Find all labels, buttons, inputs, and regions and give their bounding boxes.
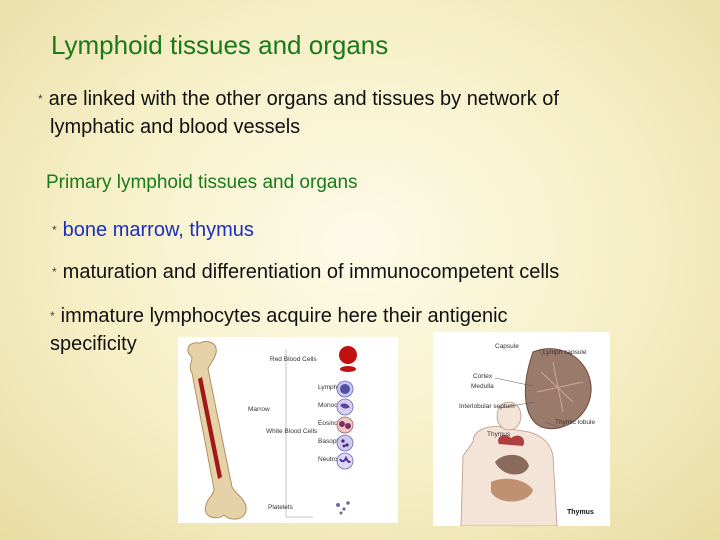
bullet-text-1: bone marrow, thymus [62,219,254,241]
bone-marrow-figure: Red Blood Cells Lymphocyte Monocyte Eosi… [178,337,398,523]
section-heading: Primary lymphoid tissues and organs [46,172,358,193]
label-capsule: Capsule [495,343,519,350]
bullet-star-icon: * [52,265,57,279]
thymus-figure: Capsule Lymph capsule Cortex Medulla Int… [433,332,610,526]
label-lymphocyte: Lymphocyte [318,384,353,391]
bullet-text-2: maturation and differentiation of immuno… [62,261,560,283]
intro-paragraph: * are linked with the other organs and ti… [38,85,708,141]
label-platelets: Platelets [268,504,294,511]
label-medulla: Medulla [471,383,494,390]
label-neutrophil: Neutrophil [318,456,348,463]
label-basophil: Basophil [318,438,343,445]
label-thymic-lobule: Thymic lobule [555,419,595,426]
label-thymus-caption: Thymus [567,509,594,516]
bullet-star-icon: * [38,92,43,106]
organs-icon [491,435,533,502]
bullet-item-3: * immature lymphocytes acquire here their… [50,302,508,358]
red-blood-cell-icon [339,346,357,372]
torso-icon [460,401,558,526]
intro-line-2: lymphatic and blood vessels [50,116,301,138]
bullet-star-icon: * [50,309,55,323]
bullet-text-3-cont: specificity [50,333,137,355]
slide-title: Lymphoid tissues and organs [51,30,389,60]
label-eosinophil: Eosinophil [318,420,349,427]
label-monocyte: Monocyte [318,402,347,409]
label-lymph-capsule: Lymph capsule [543,349,587,356]
bullet-star-icon: * [52,223,57,237]
femur-bone-icon [187,340,247,520]
label-cortex: Cortex [473,373,493,380]
bullet-item-2: * maturation and differentiation of immun… [52,258,559,286]
label-marrow: Marrow [248,406,270,413]
label-thymus-body: Thymus [487,431,511,438]
bullet-item-1: * bone marrow, thymus [52,216,254,244]
label-interlobular-septum: Interlobular septum [459,403,515,410]
intro-line-1: are linked with the other organs and tis… [48,88,559,110]
label-white-blood-cells: White Blood Cells [266,428,318,435]
platelets-icon [336,501,350,515]
bullet-text-3: immature lymphocytes acquire here their … [60,305,508,327]
white-blood-cell-icons [336,380,354,470]
label-red-blood-cells: Red Blood Cells [270,356,317,363]
thymus-lobe-icon [524,348,592,430]
